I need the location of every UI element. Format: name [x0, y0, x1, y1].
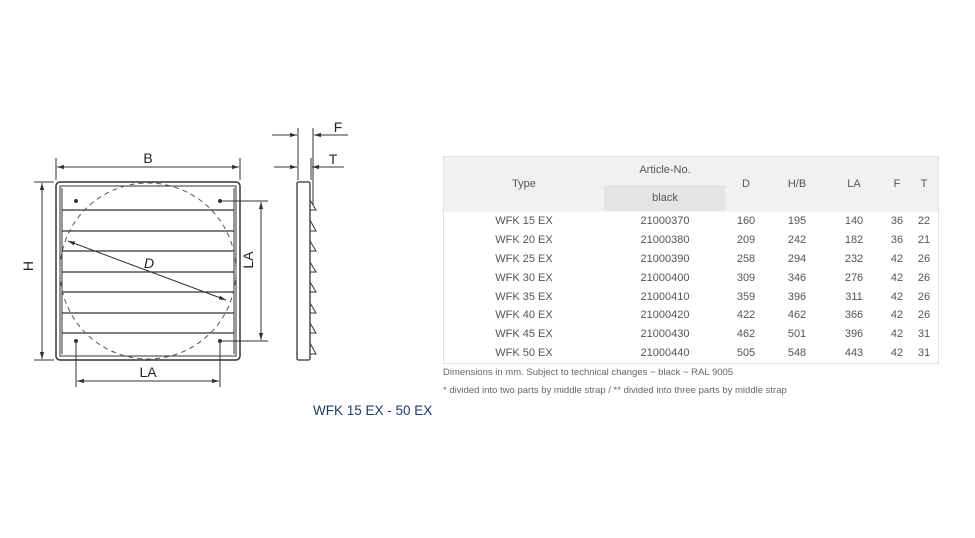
- cell-article: 21000390: [640, 252, 690, 265]
- cell-article: 21000440: [640, 347, 690, 360]
- cell-f: 36: [890, 215, 904, 227]
- label-la-right: LA: [240, 251, 256, 269]
- cell-type: WFK 30 EX: [495, 271, 553, 284]
- cell-hb: 294: [787, 252, 807, 265]
- cell-f: 42: [890, 271, 904, 284]
- cell-t: 26: [917, 309, 931, 322]
- cell-type: WFK 45 EX: [495, 328, 553, 341]
- cell-t: 26: [917, 290, 931, 303]
- table-row: WFK 15 EX 21000370 160 195 140 36 22: [444, 212, 938, 231]
- cell-t: 31: [917, 347, 931, 360]
- cell-d: 359: [736, 290, 756, 303]
- header-hb: H/B: [787, 178, 807, 190]
- cell-f: 42: [890, 252, 904, 265]
- cell-la: 396: [844, 328, 864, 341]
- label-la-bottom: LA: [139, 364, 157, 380]
- header-f: F: [893, 178, 901, 190]
- cell-type: WFK 20 EX: [495, 233, 553, 246]
- cell-la: 182: [844, 233, 864, 246]
- cell-type: WFK 15 EX: [495, 215, 553, 227]
- table-row: WFK 25 EX 21000390 258 294 232 42 26: [444, 250, 938, 269]
- cell-hb: 346: [787, 271, 807, 284]
- cell-d: 258: [736, 252, 756, 265]
- note-straps: * divided into two parts by middle strap…: [443, 385, 787, 396]
- table-row: WFK 20 EX 21000380 209 242 182 36 21: [444, 231, 938, 250]
- cell-hb: 501: [787, 328, 807, 341]
- article-subheader-cell: [604, 185, 725, 211]
- cell-t: 26: [917, 271, 931, 284]
- duct-circle: [59, 182, 237, 360]
- table-row: WFK 50 EX 21000440 505 548 443 42 31: [444, 344, 938, 363]
- d-arrow: [67, 240, 227, 301]
- cell-d: 422: [736, 309, 756, 322]
- grille-frame: [55, 181, 241, 361]
- label-h: H: [20, 261, 36, 271]
- cell-t: 26: [917, 252, 931, 265]
- cell-article: 21000410: [640, 290, 690, 303]
- cell-type: WFK 50 EX: [495, 347, 553, 360]
- side-louvers: [309, 199, 317, 355]
- cell-la: 443: [844, 347, 864, 360]
- label-b: B: [143, 150, 152, 166]
- cell-hb: 396: [787, 290, 807, 303]
- table-row: WFK 35 EX 21000410 359 396 311 42 26: [444, 288, 938, 307]
- cell-la: 366: [844, 309, 864, 322]
- header-d: D: [742, 178, 750, 190]
- cell-d: 209: [736, 233, 756, 246]
- table-header: Type Article-No. black D H/B LA F T: [444, 157, 938, 212]
- header-article: Article-No.: [639, 164, 691, 176]
- label-f: F: [334, 119, 343, 135]
- cell-type: WFK 25 EX: [495, 252, 553, 265]
- cell-article: 21000370: [640, 215, 690, 227]
- header-t: T: [920, 178, 928, 190]
- cell-d: 160: [736, 215, 756, 227]
- label-t: T: [329, 151, 338, 167]
- cell-article: 21000420: [640, 309, 690, 322]
- header-la: LA: [847, 178, 861, 190]
- cell-t: 31: [917, 328, 931, 341]
- table-row: WFK 45 EX 21000430 462 501 396 42 31: [444, 325, 938, 344]
- label-d: D: [144, 255, 154, 271]
- side-view: [296, 181, 311, 361]
- cell-d: 462: [736, 328, 756, 341]
- cell-f: 42: [890, 328, 904, 341]
- cell-la: 311: [845, 290, 863, 303]
- note-dimensions: Dimensions in mm. Subject to technical c…: [443, 367, 734, 378]
- header-article-black: black: [652, 192, 678, 204]
- table-row: WFK 30 EX 21000400 309 346 276 42 26: [444, 269, 938, 288]
- dimensions-table: Type Article-No. black D H/B LA F T WFK …: [443, 156, 939, 365]
- cell-hb: 548: [787, 347, 807, 360]
- cell-f: 36: [890, 233, 904, 246]
- cell-d: 309: [736, 271, 756, 284]
- cell-article: 21000430: [640, 328, 690, 341]
- cell-d: 505: [736, 347, 756, 360]
- cell-la: 232: [844, 252, 864, 265]
- cell-hb: 242: [787, 233, 807, 246]
- cell-t: 22: [917, 215, 931, 227]
- cell-f: 42: [890, 309, 904, 322]
- cell-t: 21: [917, 233, 931, 246]
- cell-article: 21000380: [640, 233, 690, 246]
- cell-hb: 462: [787, 309, 807, 322]
- table-row: WFK 40 EX 21000420 422 462 366 42 26: [444, 306, 938, 325]
- cell-type: WFK 40 EX: [495, 309, 553, 322]
- cell-f: 42: [890, 290, 904, 303]
- cell-la: 276: [844, 271, 864, 284]
- cell-f: 42: [890, 347, 904, 360]
- cell-la: 140: [844, 215, 864, 227]
- drawing-caption: WFK 15 EX - 50 EX: [313, 403, 433, 418]
- cell-article: 21000400: [640, 271, 690, 284]
- cell-type: WFK 35 EX: [495, 290, 553, 303]
- header-type: Type: [512, 178, 536, 190]
- slats: [62, 209, 234, 334]
- cell-hb: 195: [787, 215, 807, 227]
